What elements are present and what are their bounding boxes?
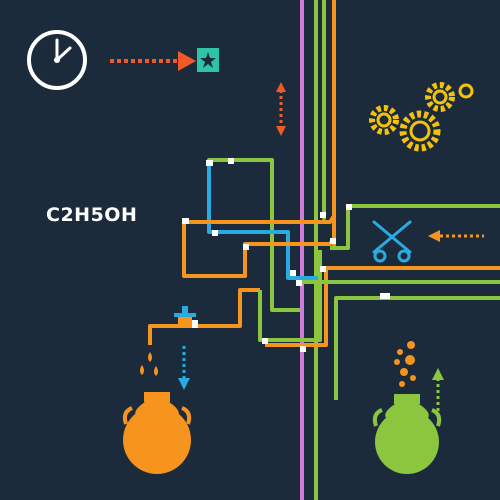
input-box-icon	[197, 48, 219, 72]
input-arrow	[110, 51, 196, 71]
green-flask-icon	[372, 394, 442, 474]
down-arrow	[178, 346, 190, 390]
up-arrow	[432, 368, 444, 412]
scissors-arrow	[428, 230, 484, 242]
clock-icon	[27, 30, 87, 90]
bubbles	[394, 341, 416, 387]
vertical-pipes	[300, 0, 336, 500]
chemical-formula: C2H5OH	[46, 204, 138, 226]
vertical-arrow	[276, 82, 286, 136]
orange-flask-icon	[122, 392, 192, 474]
gears-icon	[369, 82, 474, 152]
scissors-icon	[372, 220, 412, 263]
pipe-network	[148, 158, 500, 400]
faucet-icon	[174, 306, 198, 328]
drops	[140, 352, 158, 376]
pipe-joints	[182, 158, 390, 352]
